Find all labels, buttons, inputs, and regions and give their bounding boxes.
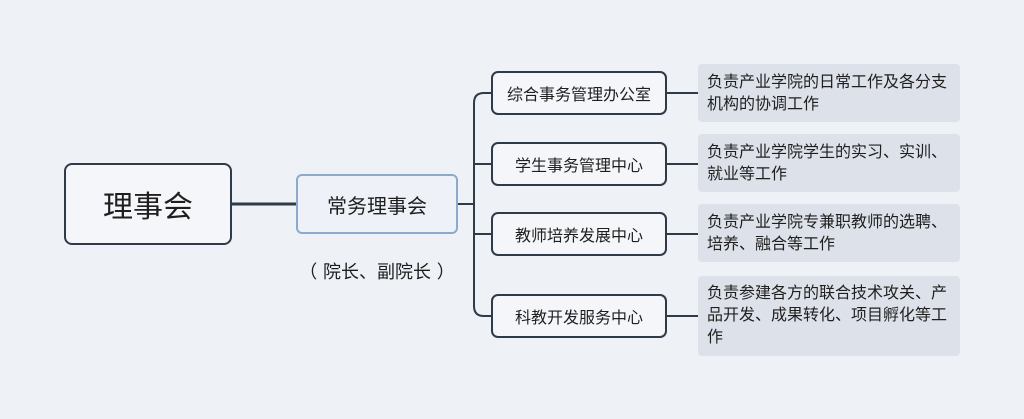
branch-node-label: 综合事务管理办公室 [506, 85, 651, 104]
center-node[interactable]: 常务理事会 [296, 174, 458, 234]
branch-trunk-connector [473, 92, 491, 317]
center-node-caption: （ 院长、副院长 ） [299, 262, 455, 283]
branch-node-label: 学生事务管理中心 [514, 156, 643, 175]
center-node-label: 常务理事会 [327, 193, 427, 218]
description-teacher-development: 负责产业学院专兼职教师的选聘、培养、融合等工作 [698, 204, 960, 262]
root-node[interactable]: 理事会 [64, 163, 232, 245]
description-research-services: 负责参建各方的联合技术攻关、产品开发、成果转化、项目孵化等工作 [698, 276, 960, 356]
description-student-affairs: 负责产业学院学生的实习、实训、就业等工作 [698, 134, 960, 192]
branch-node-student-affairs[interactable]: 学生事务管理中心 [491, 142, 667, 186]
branch-node-label: 教师培养发展中心 [514, 226, 643, 245]
branch-node-label: 科教开发服务中心 [514, 308, 643, 327]
branch-node-teacher-development[interactable]: 教师培养发展中心 [491, 212, 667, 256]
root-node-label: 理事会 [103, 190, 193, 225]
branch-node-admin-office[interactable]: 综合事务管理办公室 [491, 71, 667, 115]
branch-node-research-services[interactable]: 科教开发服务中心 [491, 294, 667, 338]
description-admin-office: 负责产业学院的日常工作及各分支机构的协调工作 [698, 64, 960, 122]
